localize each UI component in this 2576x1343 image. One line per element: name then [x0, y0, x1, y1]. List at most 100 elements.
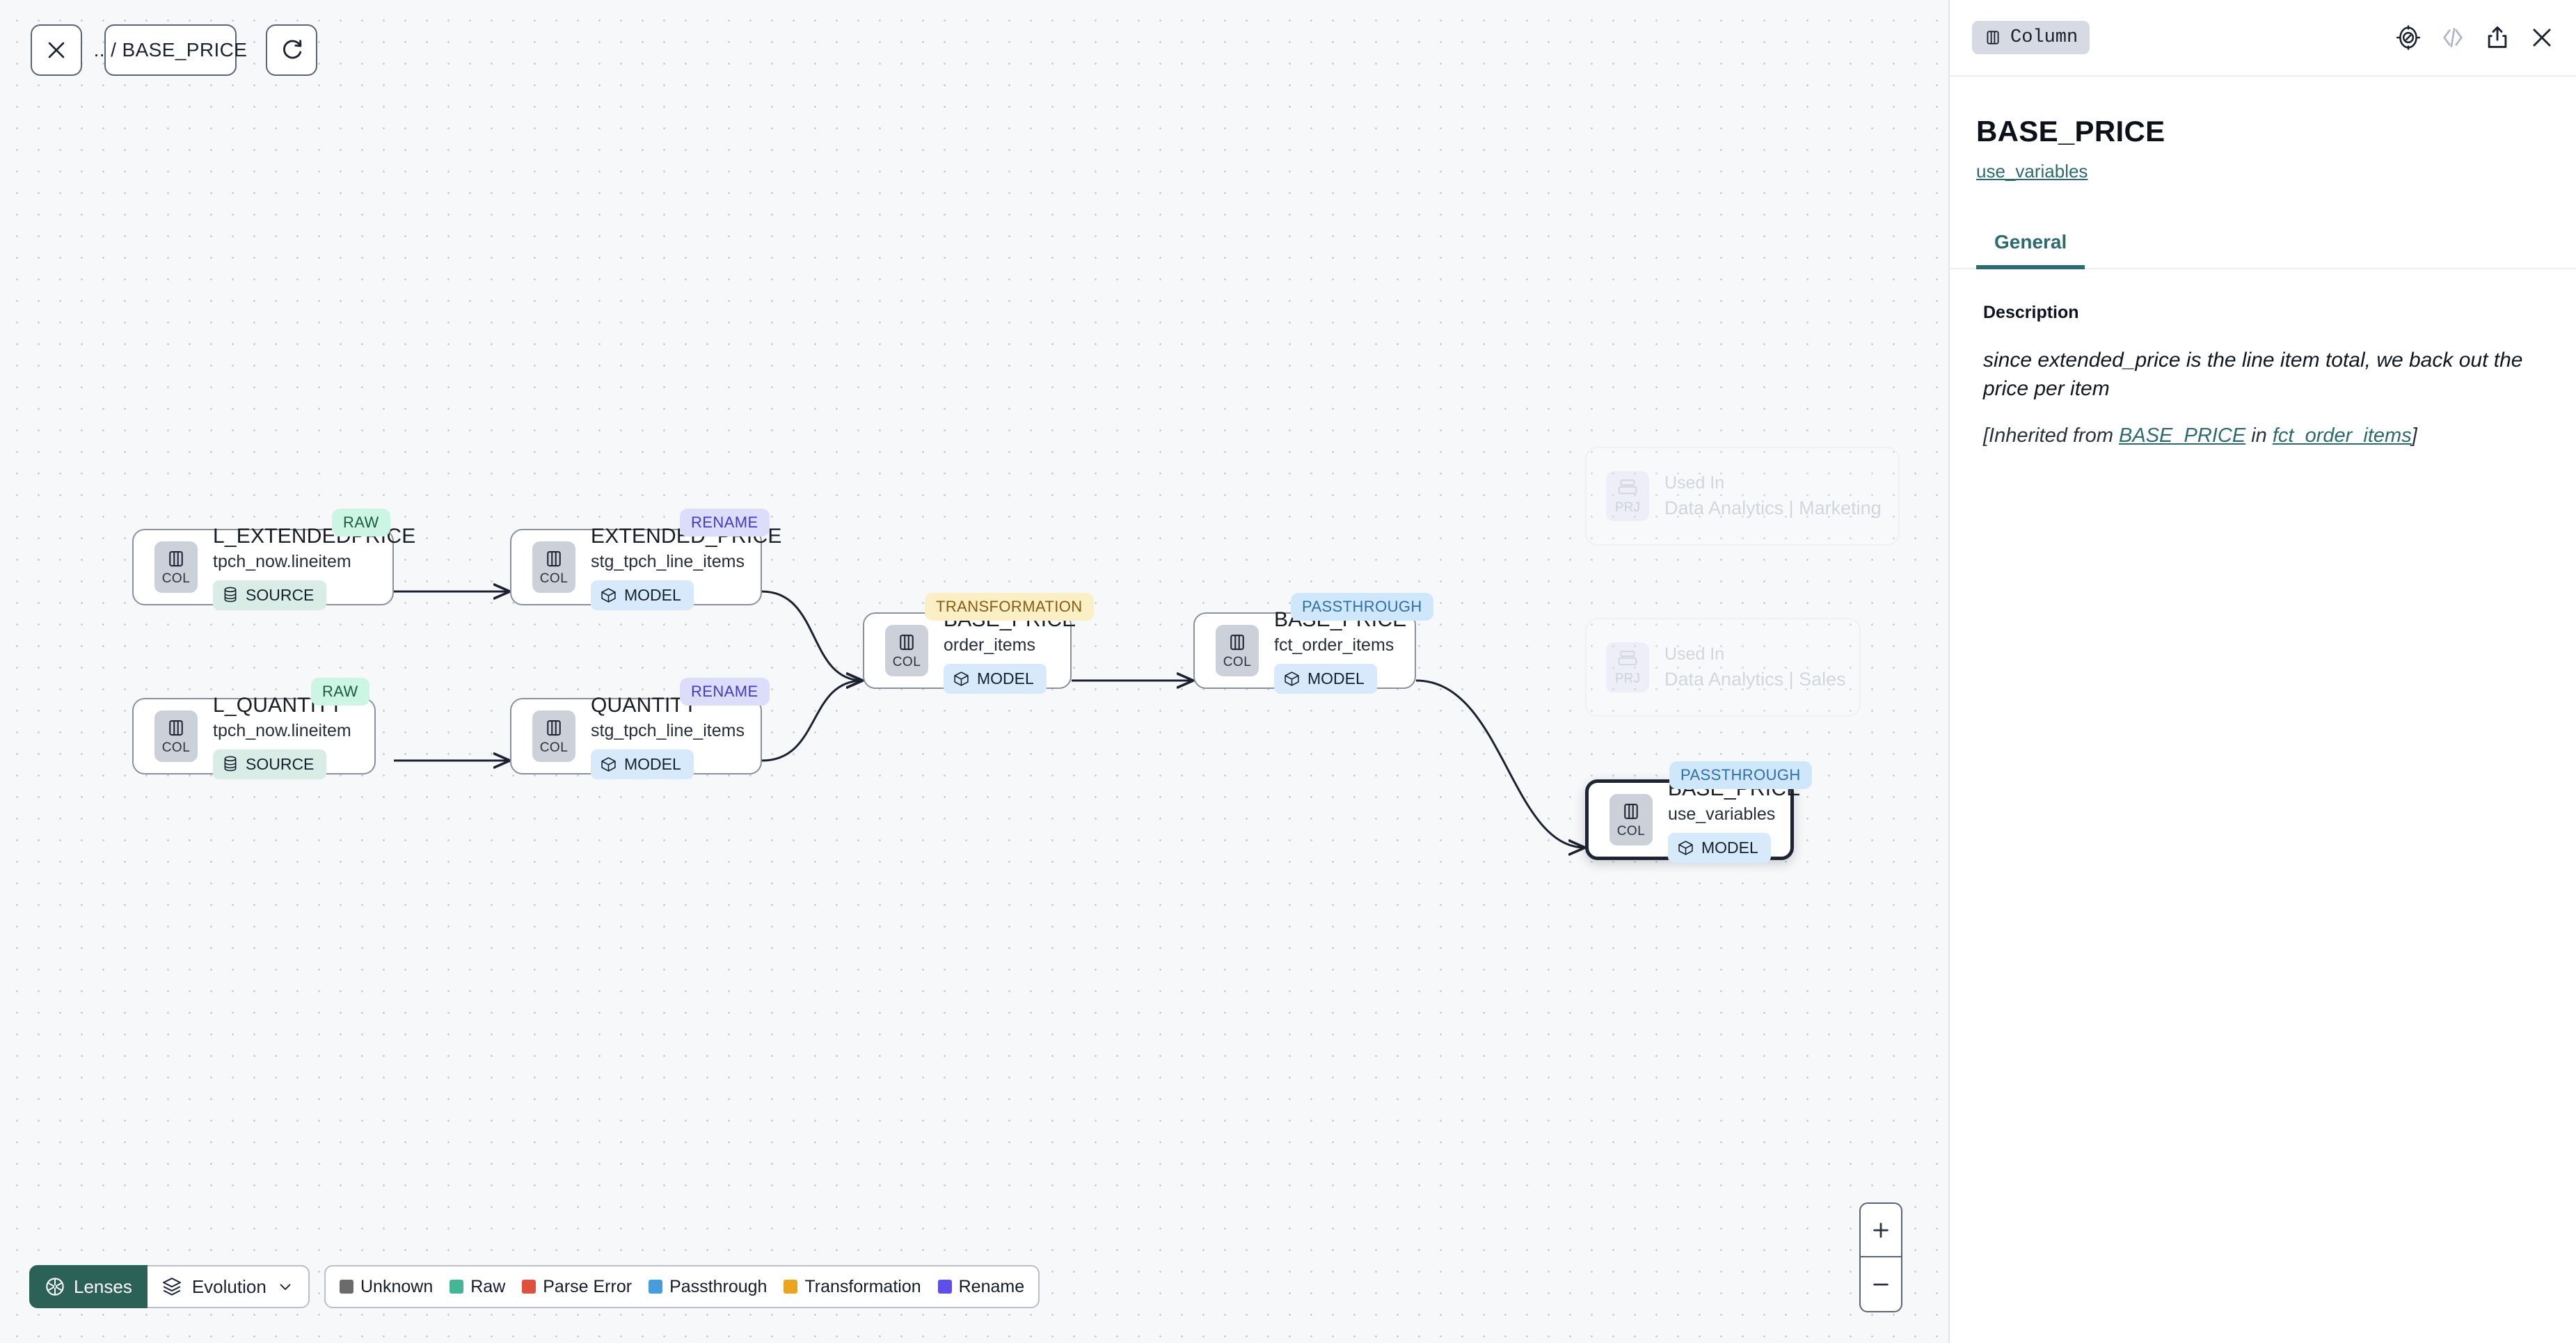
lenses-button[interactable]: Lenses	[29, 1265, 148, 1308]
legend-swatch	[784, 1280, 798, 1294]
ghost-node-used-in-marketing: PRJ Used In Data Analytics | Marketing	[1585, 447, 1900, 546]
node-icon-label: COL	[892, 654, 921, 669]
node-subtitle: stg_tpch_line_items	[591, 551, 745, 571]
panel-header: Column	[1950, 0, 2576, 77]
legend-item-passthrough[interactable]: Passthrough	[649, 1277, 767, 1297]
node-badge-passthrough: PASSTHROUGH	[1669, 761, 1812, 789]
legend-item-transformation[interactable]: Transformation	[784, 1277, 921, 1297]
legend-label: Unknown	[360, 1276, 434, 1296]
description-text: since extended_price is the line item to…	[1983, 349, 2523, 400]
node-icon-label: COL	[1616, 823, 1646, 839]
legend-label: Parse Error	[543, 1276, 633, 1296]
node-quantity[interactable]: COL QUANTITY stg_tpch_line_items MODEL	[510, 694, 762, 779]
edge-layer	[394, 0, 1948, 1343]
node-badge-raw: RAW	[311, 678, 369, 706]
node-l-quantity[interactable]: COL L_QUANTITY tpch_now.lineitem SOURCE	[132, 694, 376, 779]
close-lineage-button[interactable]	[31, 24, 82, 76]
node-badge-rename: RENAME	[680, 509, 770, 537]
evolution-label: Evolution	[191, 1276, 267, 1297]
legend-swatch	[340, 1280, 353, 1294]
column-glyph-icon	[169, 550, 183, 566]
breadcrumb[interactable]: .. / BASE_PRICE	[94, 24, 247, 76]
zoom-out-button[interactable]	[1861, 1257, 1901, 1311]
column-icon	[1987, 31, 1999, 45]
ghost-used-in-label: Used In	[1664, 644, 1725, 664]
column-icon: COL	[154, 541, 198, 593]
column-glyph-icon	[547, 550, 561, 566]
close-icon	[48, 42, 65, 58]
node-icon-label: COL	[1223, 654, 1252, 669]
plus-icon	[1873, 1222, 1889, 1238]
node-chip-label: MODEL	[977, 669, 1034, 688]
project-glyph-icon	[1618, 479, 1637, 494]
entity-type-badge: Column	[1972, 21, 2090, 54]
node-badge-passthrough: PASSTHROUGH	[1291, 593, 1433, 621]
legend-item-rename[interactable]: Rename	[937, 1276, 1025, 1297]
panel-actions	[2395, 24, 2555, 51]
compass-icon	[2396, 25, 2421, 50]
inherited-suffix: ]	[2411, 424, 2417, 447]
node-base-price-fct-order-items[interactable]: COL BASE_PRICE fct_order_items MODEL	[1193, 608, 1416, 694]
inherited-column-link[interactable]: BASE_PRICE	[2119, 424, 2246, 447]
lenses-toolbar: Lenses Evolution	[29, 1265, 310, 1308]
page-title: BASE_PRICE	[1976, 115, 2165, 148]
column-icon: COL	[532, 541, 575, 593]
cube-icon	[601, 587, 616, 603]
column-icon: COL	[532, 710, 575, 762]
tab-general[interactable]: General	[1976, 231, 2085, 269]
node-base-price-order-items[interactable]: COL BASE_PRICE order_items MODEL	[863, 608, 1076, 694]
zoom-controls	[1859, 1202, 1902, 1312]
parent-model-link[interactable]: use_variables	[1976, 161, 2088, 182]
code-icon	[2443, 27, 2463, 48]
cube-icon	[601, 756, 616, 772]
cube-icon	[954, 671, 969, 686]
legend-label: Rename	[958, 1276, 1025, 1296]
cube-icon	[1678, 840, 1693, 855]
share-icon	[2488, 26, 2507, 48]
node-subtitle: order_items	[944, 635, 1035, 655]
share-button[interactable]	[2484, 24, 2511, 51]
column-icon: COL	[1216, 625, 1259, 676]
ghost-project-name: Data Analytics | Marketing	[1664, 498, 1882, 518]
legend-swatch	[450, 1280, 464, 1294]
node-subtitle: tpch_now.lineitem	[213, 551, 351, 571]
zoom-in-button[interactable]	[1861, 1204, 1901, 1257]
view-code-button[interactable]	[2440, 24, 2466, 51]
node-l-extendedprice[interactable]: COL L_EXTENDEDPRICE tpch_now.lineitem SO…	[132, 525, 415, 610]
layers-icon	[162, 1278, 181, 1296]
database-icon	[224, 756, 237, 772]
ghost-icon-label: PRJ	[1615, 671, 1640, 686]
cube-icon	[1285, 671, 1299, 686]
refresh-button[interactable]	[266, 24, 317, 76]
inherited-middle: in	[2245, 424, 2273, 447]
legend-item-parse-error[interactable]: Parse Error	[522, 1277, 632, 1297]
inherited-model-link[interactable]: fct_order_items	[2272, 424, 2412, 447]
node-badge-transformation: TRANSFORMATION	[925, 593, 1094, 621]
chevron-down-icon	[280, 1284, 291, 1290]
column-icon: COL	[154, 710, 198, 762]
panel-tabs: General	[1950, 230, 2576, 269]
legend-item-unknown[interactable]: Unknown	[340, 1277, 433, 1297]
evolution-selector[interactable]: Evolution	[147, 1265, 310, 1308]
node-chip-label: SOURCE	[246, 754, 315, 773]
node-badge-rename: RENAME	[680, 678, 770, 706]
lineage-canvas[interactable]: .. / BASE_PRICE PRJ Used In Data Analyti…	[0, 0, 1948, 1343]
node-base-price-use-variables[interactable]: COL BASE_PRICE use_variables MODEL	[1585, 777, 1800, 863]
close-panel-button[interactable]	[2529, 24, 2555, 51]
legend-label: Raw	[470, 1276, 506, 1296]
node-extended-price[interactable]: COL EXTENDED_PRICE stg_tpch_line_items M…	[510, 525, 781, 610]
column-glyph-icon	[1624, 803, 1638, 819]
node-badge-raw: RAW	[332, 509, 390, 537]
node-icon-label: COL	[539, 571, 569, 586]
node-icon-label: COL	[161, 740, 191, 755]
node-chip-label: SOURCE	[246, 585, 315, 604]
node-chip-source: SOURCE	[213, 580, 327, 610]
legend-swatch	[649, 1280, 663, 1294]
column-glyph-icon	[169, 720, 183, 736]
lineage-legend: Unknown Raw Parse Error Passthrough Tran…	[324, 1265, 1040, 1308]
compass-button[interactable]	[2395, 24, 2422, 51]
description-inherited-note: [Inherited from BASE_PRICE in fct_order_…	[1983, 422, 2543, 450]
column-icon: COL	[1609, 794, 1653, 845]
node-icon-label: COL	[161, 571, 191, 586]
legend-item-raw[interactable]: Raw	[450, 1277, 505, 1297]
